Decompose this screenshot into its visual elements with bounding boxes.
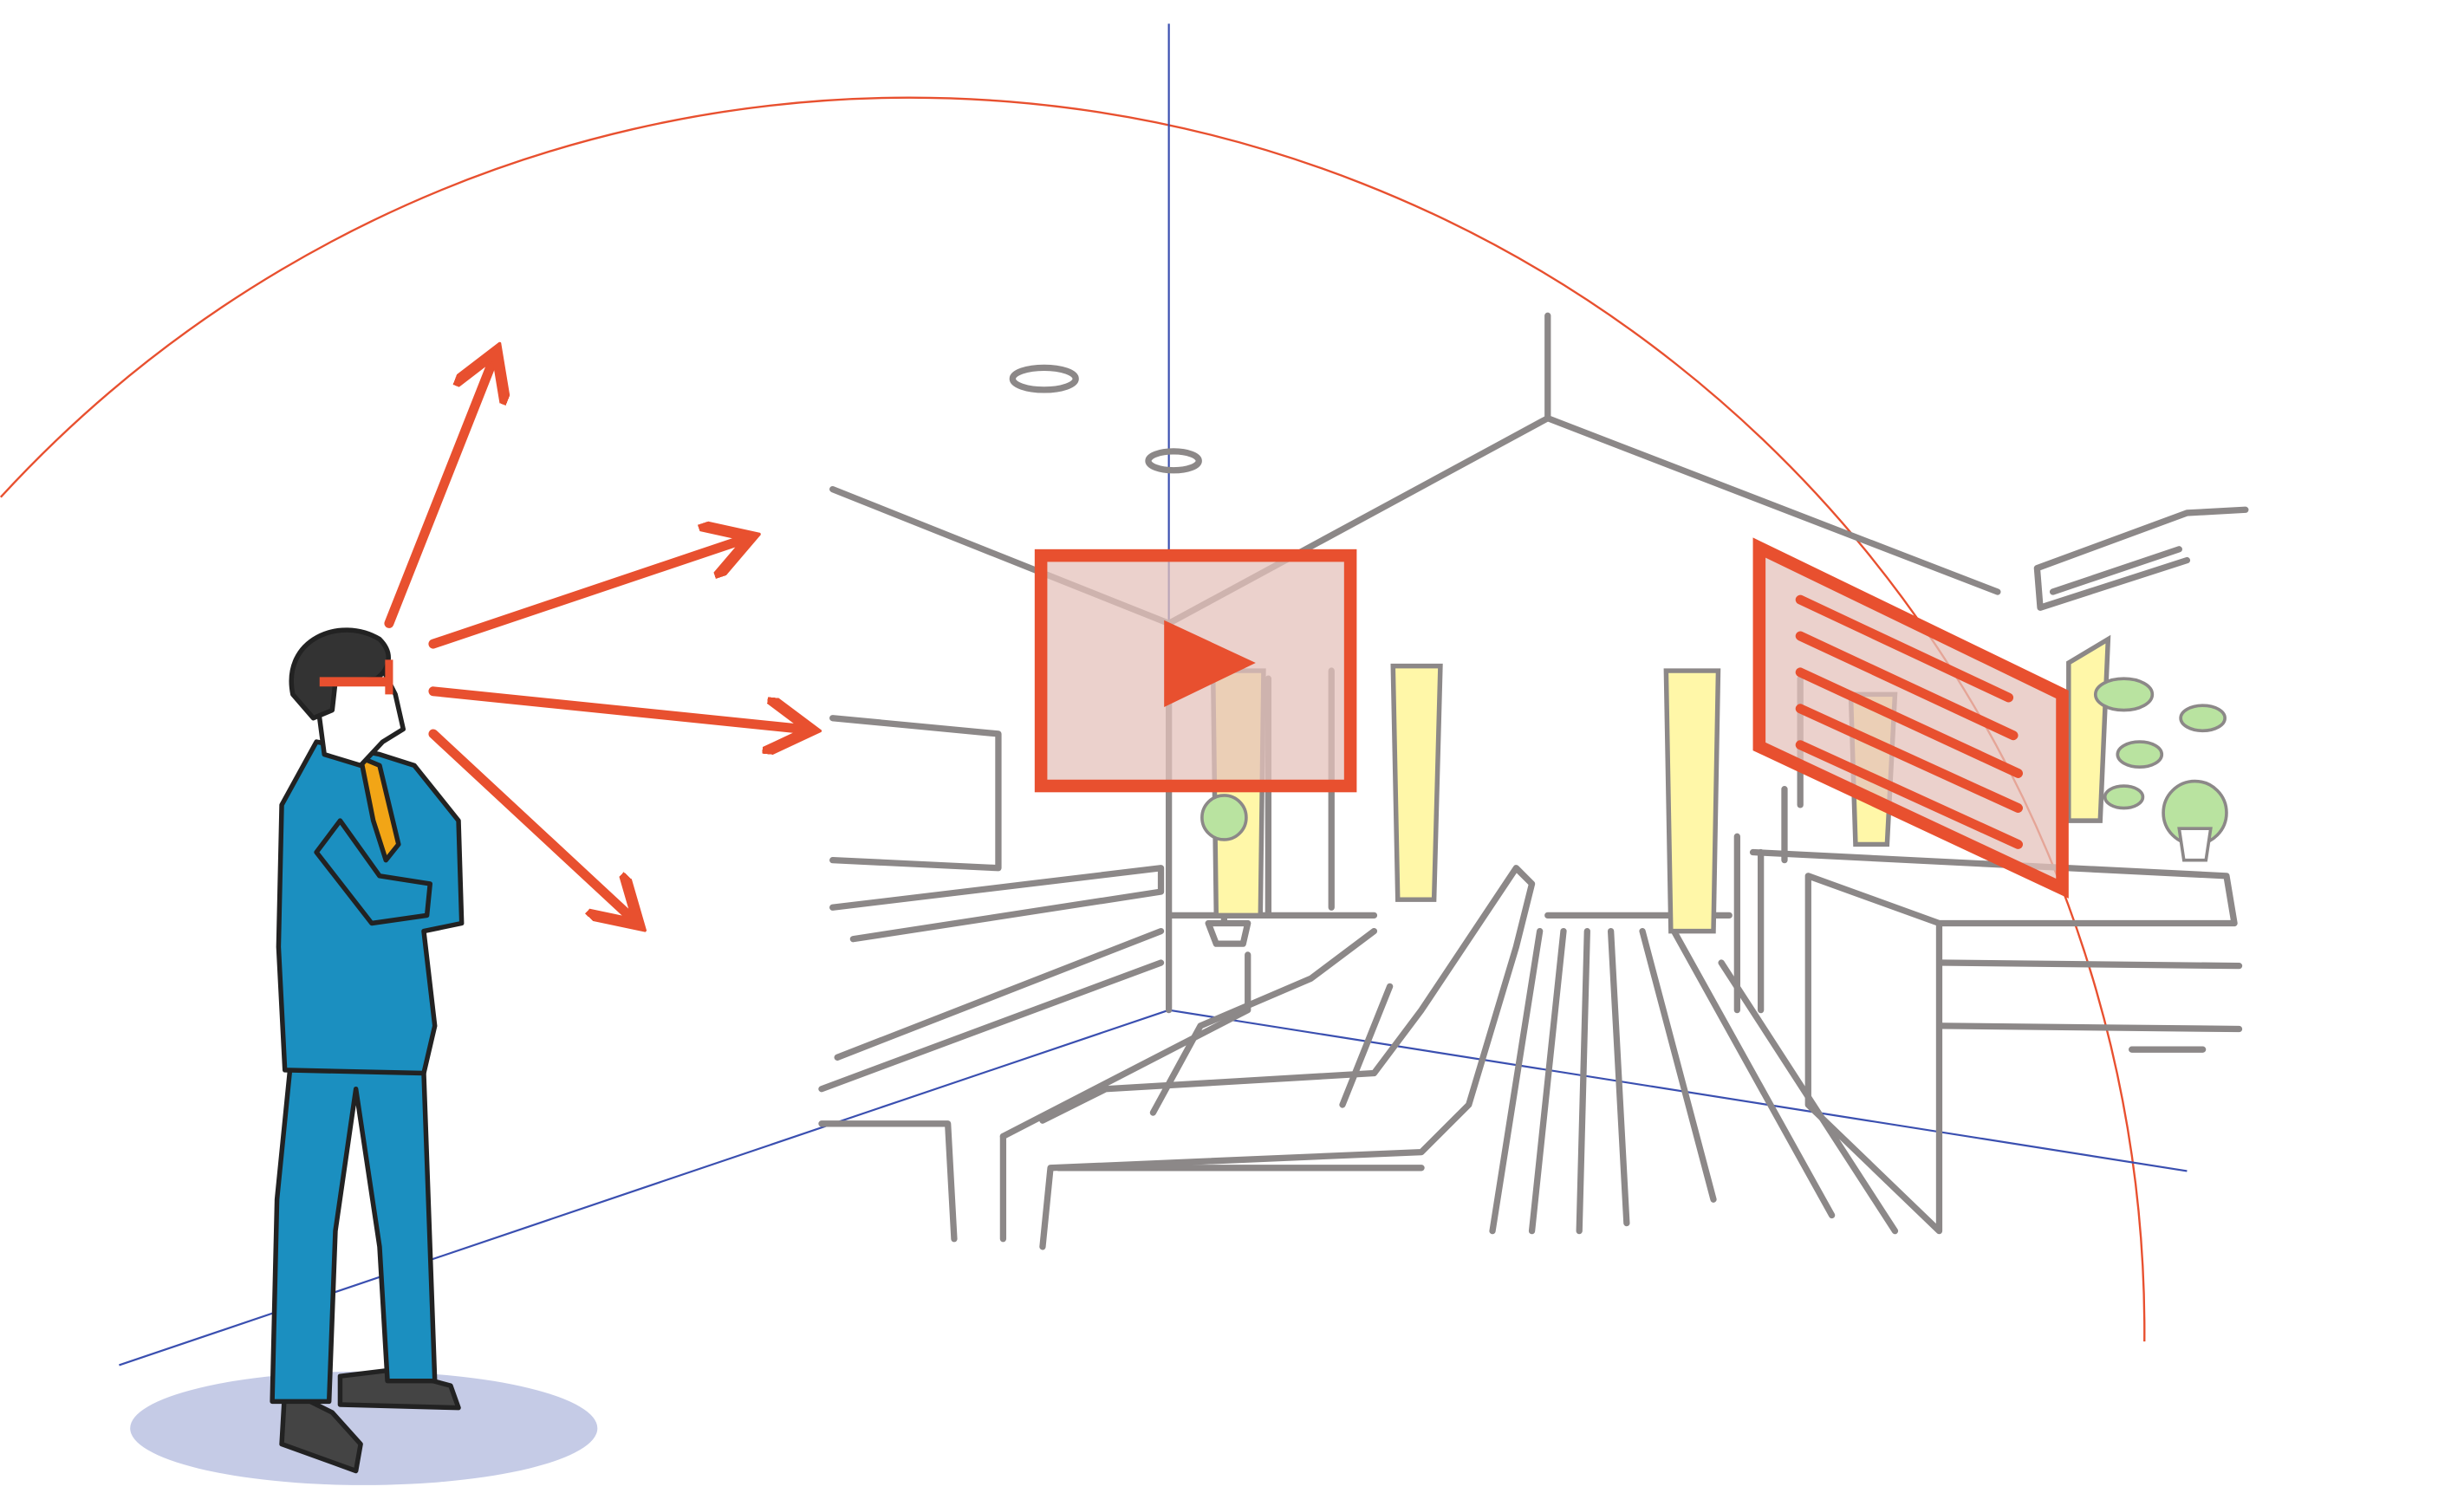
gaze-arrow-icon — [428, 686, 803, 730]
video-ar-panel[interactable] — [1034, 549, 1357, 793]
gaze-arrow-icon — [428, 729, 632, 919]
document-ar-panel[interactable] — [1752, 537, 2069, 899]
floor-shadow — [130, 1371, 598, 1485]
plants — [1200, 677, 2228, 862]
gaze-arrows — [384, 360, 803, 919]
play-icon[interactable] — [1164, 620, 1256, 707]
document-lines-icon — [1795, 594, 2023, 849]
gaze-arrow-icon — [384, 360, 493, 628]
gaze-arrow-icon — [428, 540, 743, 649]
businessman-figure — [270, 627, 465, 1474]
